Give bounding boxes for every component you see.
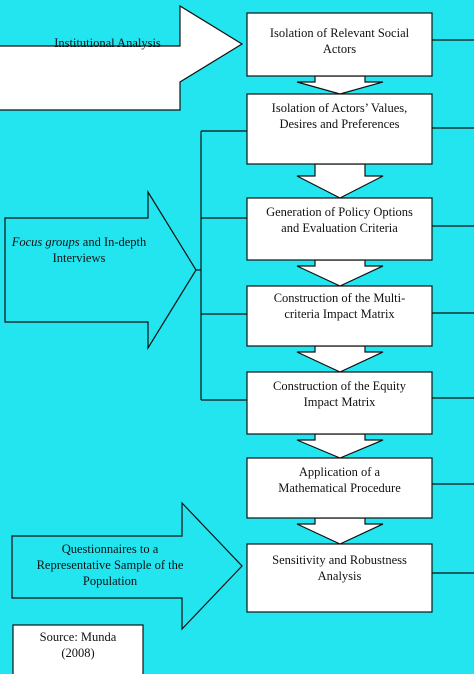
input-label-line: Population: [82, 574, 138, 588]
step-label-line: Mathematical Procedure: [278, 481, 401, 495]
step-box-4: [246, 285, 433, 347]
down-arrow-5: [296, 433, 384, 459]
step-label-2: Isolation of Actors’ Values, Desires and…: [249, 96, 430, 136]
step-label-line: Isolation of Actors’ Values,: [271, 101, 408, 115]
step-label-line: Isolation of Relevant Social: [269, 26, 410, 40]
step-label-line: Desires and Preferences: [279, 117, 400, 131]
input-label-institutional-analysis: Institutional Analysis: [10, 33, 205, 53]
input-label-line: Interviews: [52, 251, 106, 265]
step-label-line: Sensitivity and Robustness: [272, 553, 407, 567]
step-label-1: Isolation of Relevant Social Actors: [249, 15, 430, 67]
input-label-questionnaires: Questionnaires to a Representative Sampl…: [14, 539, 206, 591]
focus-bracket: [196, 130, 247, 401]
arrow-institutional-analysis: [0, 4, 244, 111]
feedback-lines: [432, 39, 474, 574]
down-arrow-1: [296, 75, 384, 95]
step-label-line: Analysis: [317, 569, 362, 583]
source-label-line: Source: Munda: [39, 630, 117, 644]
step-label-line: Construction of the Equity: [273, 379, 406, 393]
step-label-line: Impact Matrix: [303, 395, 376, 409]
down-arrow-6: [296, 517, 384, 545]
step-label-7: Sensitivity and Robustness Analysis: [249, 546, 430, 590]
arrow-focus-groups: [4, 189, 197, 351]
step-label-line: Application of a: [298, 465, 381, 479]
step-label-6: Application of a Mathematical Procedure: [249, 462, 430, 498]
source-box: [12, 624, 144, 674]
step-label-line: Construction of the Multi-: [273, 291, 406, 305]
input-label-focus-groups: Focus groups and In-depth Interviews: [10, 232, 148, 268]
input-label-line: Questionnaires to a: [61, 542, 159, 556]
step-label-line: and Evaluation Criteria: [281, 221, 398, 235]
down-arrows: [296, 75, 384, 545]
step-label-3: Generation of Policy Options and Evaluat…: [249, 200, 430, 240]
down-arrow-3: [296, 259, 384, 287]
step-boxes: [246, 12, 433, 613]
step-label-4: Construction of the Multi- criteria Impa…: [249, 288, 430, 324]
source-label: Source: Munda (2008): [13, 628, 143, 662]
step-label-line: Generation of Policy Options: [266, 205, 413, 219]
step-label-line: criteria Impact Matrix: [284, 307, 395, 321]
step-box-3: [246, 197, 433, 261]
step-label-line: Actors: [322, 42, 357, 56]
focus-groups-italic: Focus groups: [11, 235, 80, 249]
step-box-5: [246, 371, 433, 435]
step-box-6: [246, 457, 433, 519]
step-box-2: [246, 93, 433, 165]
focus-groups-rest: and In-depth: [79, 235, 147, 249]
input-label-line: Focus groups and In-depth: [12, 234, 147, 250]
arrow-questionnaires: [11, 501, 243, 631]
source-label-line: (2008): [61, 646, 95, 660]
down-arrow-4: [296, 345, 384, 373]
step-label-5: Construction of the Equity Impact Matrix: [249, 374, 430, 414]
down-arrow-2: [296, 163, 384, 199]
input-label-line: Institutional Analysis: [54, 36, 161, 50]
input-label-line: Representative Sample of the: [36, 558, 184, 572]
step-box-7: [246, 543, 433, 613]
step-box-1: [246, 12, 433, 77]
